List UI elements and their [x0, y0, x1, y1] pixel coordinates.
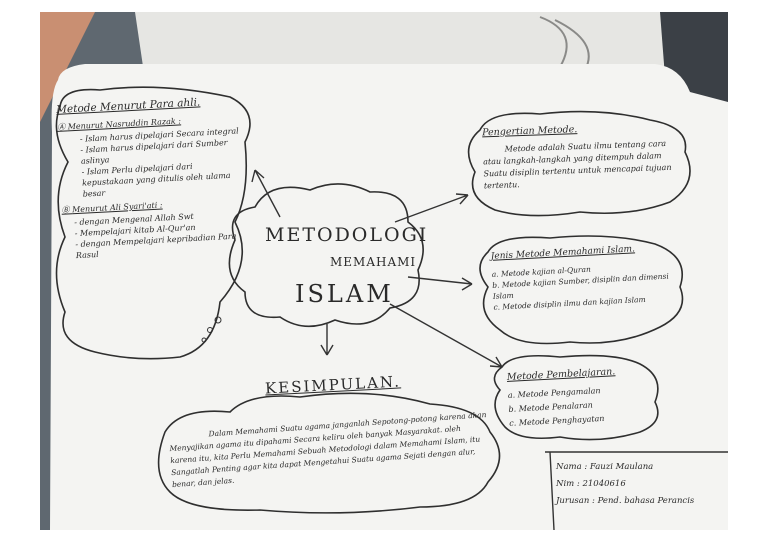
label-b: Ⓑ — [61, 205, 73, 215]
pengertian-block: Pengertian Metode. Metode adalah Suatu i… — [482, 121, 679, 193]
jenis-cloud — [479, 235, 684, 345]
b-title: Menurut Ali Syari'ati : — [71, 200, 163, 215]
left-cloud — [55, 86, 251, 360]
paper — [50, 64, 728, 530]
scene-drawing — [40, 12, 728, 530]
pembelajaran-cloud — [493, 354, 659, 441]
kesimpulan-cloud — [157, 392, 501, 514]
center-title-1: METODOLOGI — [265, 224, 429, 246]
pengertian-text: Metode adalah Suatu ilmu tentang cara at… — [482, 139, 672, 191]
center-cloud — [228, 183, 424, 328]
identity-nim: Nim : 21040616 — [556, 479, 626, 489]
identity-frame — [545, 451, 728, 530]
back-sheet — [135, 12, 665, 80]
pembelajaran-block: Metode Pembelajaran. a. Metode Pengamala… — [507, 363, 660, 431]
identity-block: Nama : Fauzi Maulana Nim : 21040616 Juru… — [556, 459, 728, 510]
pengertian-cloud — [467, 110, 691, 217]
photo: METODOLOGI MEMAHAMI ISLAM Metode Menurut… — [40, 12, 728, 530]
arrows — [251, 169, 503, 368]
center-title-3: ISLAM — [295, 280, 394, 308]
label-a: Ⓐ — [56, 122, 68, 132]
jenis-block: Jenis Metode Memahami Islam. a. Metode k… — [491, 242, 679, 313]
identity-jurusan: Jurusan : Pend. bahasa Perancis — [556, 496, 695, 506]
identity-nama: Nama : Fauzi Maulana — [556, 462, 654, 472]
center-title-2: MEMAHAMI — [330, 255, 417, 269]
metode-ahli-block: Metode Menurut Para ahli. Ⓐ Menurut Nasr… — [56, 95, 249, 261]
